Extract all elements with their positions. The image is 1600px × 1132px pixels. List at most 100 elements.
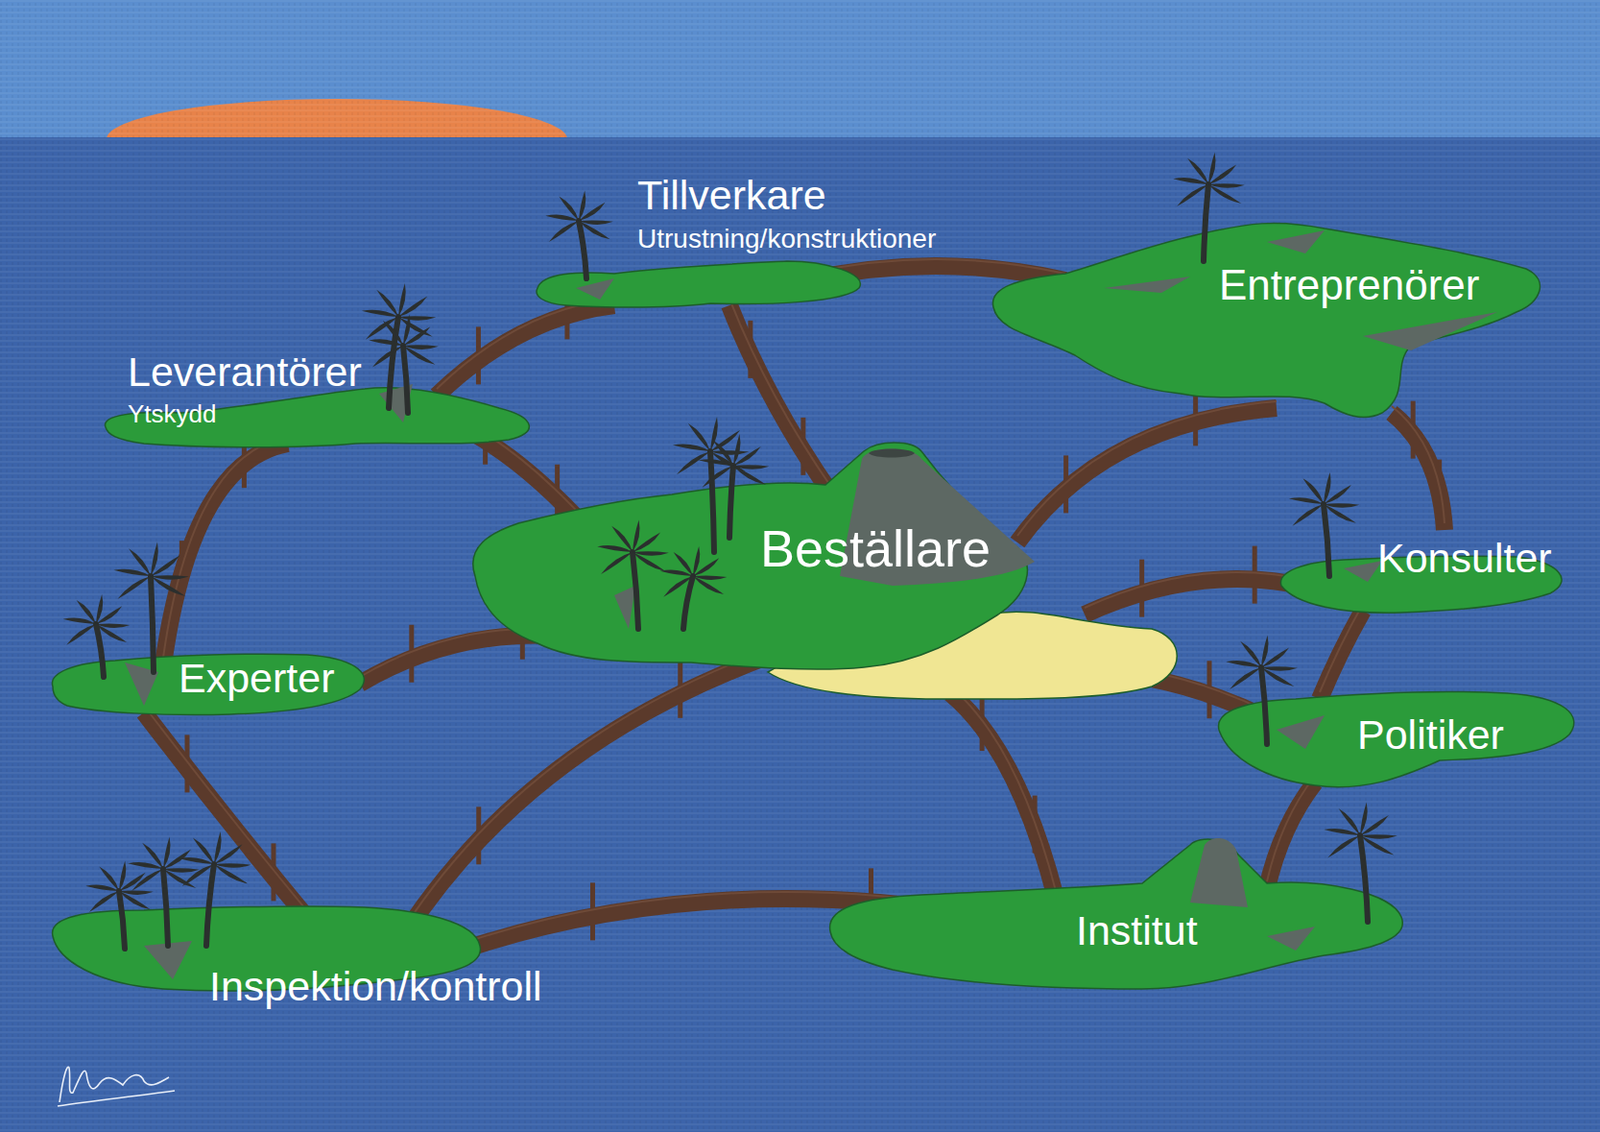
island-land [473, 442, 1028, 669]
palm-frond [95, 623, 127, 643]
palm-frond [1187, 158, 1209, 185]
palm-frond [1261, 667, 1294, 687]
palm-frond [150, 575, 186, 597]
bridge [729, 298, 836, 500]
palm-frond [549, 220, 579, 242]
island-land [830, 838, 1404, 989]
bridge [1391, 401, 1445, 530]
palm-frond [692, 575, 724, 595]
bridge [950, 686, 1056, 898]
rock [614, 585, 636, 629]
palm-frond [1302, 477, 1324, 504]
rock [1276, 715, 1325, 749]
palm-frond [66, 623, 96, 645]
island-shape [986, 213, 1553, 425]
palm-frond [632, 532, 661, 552]
island-label: Tillverkare [637, 171, 827, 219]
bridge-rail [729, 298, 836, 493]
palm-trunk [163, 868, 168, 946]
palm-frond [403, 326, 430, 346]
island-land [105, 387, 530, 448]
palm-frond [182, 863, 215, 886]
palm-trunk [729, 465, 734, 538]
bridge [143, 705, 317, 930]
signature [57, 1066, 175, 1106]
palm-frond [688, 423, 711, 452]
palm-trunk [710, 451, 715, 552]
bridge-deck [1391, 412, 1445, 530]
palm-trunk [1203, 184, 1209, 262]
bridge-rail [163, 436, 288, 658]
bridge [1319, 603, 1363, 699]
palm-trunk [683, 575, 693, 629]
rock [1103, 276, 1191, 293]
palm-frond [632, 551, 666, 572]
palm-frond [95, 605, 122, 624]
island-shape [820, 811, 1416, 999]
island: Beställare [465, 436, 1186, 706]
island-land [1218, 691, 1575, 787]
palm-frond [558, 196, 579, 221]
island: Entreprenörer [986, 213, 1553, 425]
palm-frond [663, 575, 693, 598]
palm-frond [398, 296, 428, 317]
palm-frond [1229, 667, 1262, 690]
island-label: Experter [178, 654, 335, 702]
palm-frond [1176, 184, 1209, 207]
island-label: Inspektion/kontroll [209, 962, 543, 1010]
palm-frond [733, 446, 762, 466]
palm-frond [142, 842, 164, 869]
palm-trunk [206, 863, 215, 946]
palm-frond [578, 202, 606, 221]
island: Politiker [1207, 662, 1584, 797]
island-sublabel: Utrustning/konstruktioner [637, 223, 936, 255]
palm-frond [600, 551, 633, 574]
bridge-deck [436, 305, 615, 396]
island-label: Beställare [760, 518, 991, 578]
palm-frond [702, 465, 734, 488]
palm-frond [1208, 165, 1237, 185]
palm-frond [1292, 503, 1324, 526]
palm-trunk [1323, 503, 1330, 576]
palm-frond [214, 863, 248, 884]
palm-frond [1261, 647, 1290, 668]
palm-frond [98, 866, 120, 891]
palm-frond [372, 345, 404, 368]
bridge-rail [950, 686, 1056, 891]
palm-trunk [1360, 835, 1368, 922]
palm-trunk [1261, 667, 1267, 744]
palm-frond [1208, 184, 1242, 204]
rock [1190, 837, 1248, 908]
palm-frond [192, 836, 215, 864]
palm-frond [403, 345, 436, 365]
rock [1362, 311, 1498, 351]
palm-trunk [95, 623, 104, 677]
island: Konsulter [1266, 518, 1584, 624]
palm-frond [611, 525, 633, 552]
palm-frond [117, 575, 151, 599]
palm-frond [1327, 835, 1361, 859]
palm-frond [1338, 808, 1361, 836]
palm-frond [710, 429, 741, 452]
palm-frond [119, 872, 146, 891]
island-label: Konsulter [1377, 534, 1553, 582]
palm-frond [382, 320, 404, 346]
bridge-rail [1084, 572, 1311, 608]
bridge-rail [1391, 405, 1445, 524]
palm-frond [1323, 503, 1357, 524]
bridge-deck [1319, 610, 1363, 699]
bridge-rail [1266, 775, 1315, 882]
palm-trunk [403, 345, 408, 413]
palm-frond [365, 316, 399, 340]
palm-frond [578, 220, 611, 239]
island-land [992, 222, 1540, 417]
rock [1266, 230, 1325, 254]
island-label: Politiker [1357, 711, 1505, 759]
palm-frond [692, 557, 719, 576]
bridge-rail [1319, 603, 1363, 693]
rock [1343, 560, 1383, 582]
palm-frond [398, 316, 433, 337]
palm-frond [733, 465, 766, 485]
palm-frond [1360, 835, 1394, 855]
palm-frond [1323, 484, 1352, 504]
